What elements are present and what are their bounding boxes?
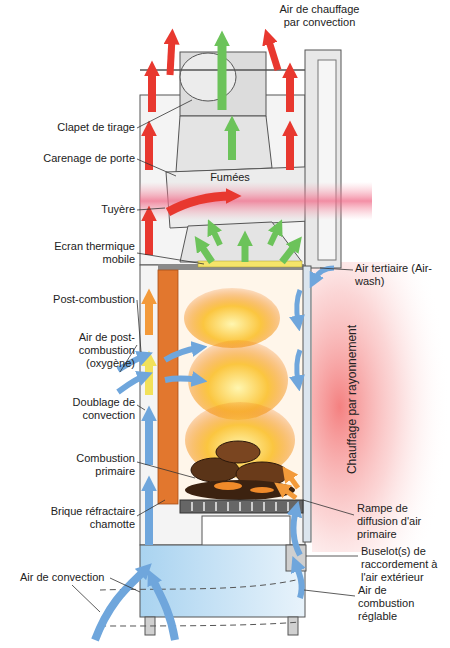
door-panel (318, 60, 336, 260)
leg (288, 617, 298, 635)
log (216, 441, 260, 463)
fume-arrow (282, 244, 296, 262)
leader-line (137, 100, 192, 128)
air-arrow (314, 268, 334, 280)
hot-air-arrow (148, 70, 156, 112)
grate (180, 500, 303, 513)
leader-line (320, 268, 353, 270)
hot-air-band (140, 182, 372, 220)
hot-air-arrow (168, 196, 232, 212)
primary-air-arrow (288, 474, 298, 488)
leader-line (137, 300, 141, 352)
callout-label: Air de chauffage par convection (272, 3, 367, 29)
fume-arrow (212, 228, 220, 245)
grate-bars (192, 502, 288, 511)
leader-line (72, 585, 100, 612)
callout-label: Ecran thermique mobile (35, 240, 135, 266)
callout-label: Combustion primaire (35, 452, 135, 478)
callout-label: Post-combustion (35, 293, 135, 306)
fume-arrow (200, 244, 212, 262)
callout-label: Tuyère (35, 203, 135, 216)
hot-air-arrow (268, 38, 278, 70)
hot-air-arrow (286, 130, 294, 170)
callout-label: Air tertiaire (Air-wash) (355, 262, 445, 288)
primary-air-arrow (282, 488, 296, 498)
callout-label: Air de post-combustion (oxygène) (35, 331, 135, 370)
leader-line (303, 500, 354, 515)
leader-line (137, 208, 165, 210)
fume-arrow (270, 228, 278, 245)
hot-air-arrow (145, 215, 153, 255)
smoke-funnel (180, 222, 302, 262)
leader-line (110, 578, 140, 592)
callout-label: Clapet de tirage (35, 121, 135, 134)
flue-pipe (176, 116, 272, 172)
callout-label: Air de combustion réglable (358, 584, 443, 623)
leader-line (306, 556, 358, 557)
embers (250, 487, 274, 493)
embers (214, 482, 242, 490)
callout-label: Rampe de diffusion d'air primaire (357, 502, 447, 541)
fume-arrow (218, 40, 227, 110)
flame (184, 288, 280, 348)
air-arrow (297, 350, 300, 382)
air-arrow (297, 290, 300, 322)
leader-line (137, 462, 195, 478)
hot-air-arrow (170, 38, 172, 75)
firebox-interior (178, 270, 305, 502)
embers (185, 480, 295, 500)
leader-line (304, 590, 355, 596)
leader-line (137, 500, 165, 516)
leader-line (137, 159, 176, 176)
callout-label: Doublage de convection (35, 396, 135, 422)
draft-damper (180, 53, 236, 101)
air-arrow (152, 578, 175, 640)
outside-air-duct (100, 622, 300, 626)
callout-label: Carenage de porte (35, 152, 135, 165)
rotated-label: Chauffage par rayonnement (346, 280, 359, 520)
air-arrow (293, 510, 300, 555)
hot-air-arrow (286, 72, 294, 112)
leader-line (137, 405, 145, 410)
fume-arrow (242, 240, 249, 262)
air-arrow (145, 485, 153, 545)
air-arrow (296, 565, 302, 598)
leader-line (137, 253, 204, 264)
air-arrow (118, 376, 144, 392)
fume-arrow (228, 125, 236, 160)
callout-label: Buselot(s) de raccordement à l'air extér… (361, 545, 449, 584)
firebox-casing (140, 265, 305, 545)
air-arrow (165, 379, 198, 381)
callout-label: Air de convection (20, 571, 120, 584)
air-arrow (145, 360, 153, 395)
air-arrow (165, 348, 198, 360)
callout-label: Fumées (200, 171, 260, 184)
door-frame (305, 50, 341, 268)
air-arrow (145, 298, 153, 335)
callout-label: Brique réfractaire chamotte (35, 505, 135, 531)
air-arrow (145, 415, 153, 465)
